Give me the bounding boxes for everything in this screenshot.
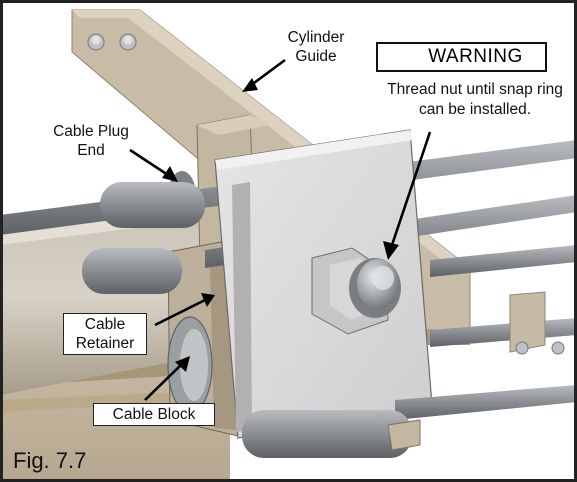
left-rods xyxy=(82,182,205,294)
label-cable-block: Cable Block xyxy=(93,403,215,426)
label-cable-retainer: Cable Retainer xyxy=(63,313,147,355)
lower-rod xyxy=(242,410,421,458)
warning-title: WARNING xyxy=(428,46,523,67)
label-cylinder-guide: Cylinder Guide xyxy=(287,29,345,65)
side-bracket xyxy=(509,291,565,355)
label-cable-plug-end: Cable Plug End xyxy=(53,123,129,159)
cable-block-wheel xyxy=(167,316,213,414)
figure-caption: Fig. 7.7 xyxy=(13,448,87,473)
snap-ring-cap xyxy=(349,258,401,318)
guide-bolt xyxy=(87,33,137,51)
warning-note: Thread nut until snap ring can be instal… xyxy=(387,81,563,118)
leader-arrows xyxy=(129,58,432,401)
warning-banner: WARNING xyxy=(376,42,547,72)
